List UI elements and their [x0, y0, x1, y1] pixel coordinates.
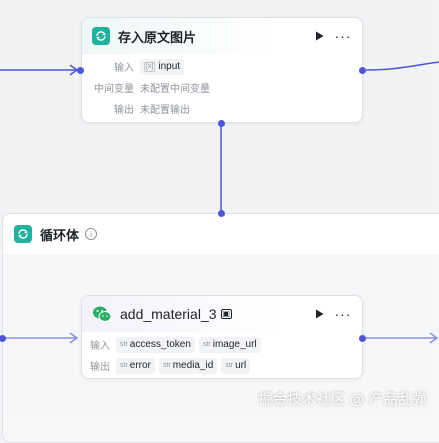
- wire-out-node1: [365, 61, 439, 71]
- node-title: 存入原文图片: [118, 29, 197, 45]
- param-type: str: [225, 362, 234, 369]
- input-param-name: input: [158, 61, 181, 72]
- node1-output-port[interactable]: [359, 67, 366, 74]
- node-title: add_material_3: [120, 306, 217, 322]
- arrowhead-node2: [69, 332, 79, 344]
- arrowhead-out-node2: [429, 332, 439, 344]
- loop-arrows-icon: [92, 27, 110, 45]
- watermark: 掘金技术社区 @ 产品乱弹: [258, 391, 427, 407]
- param-name: image_url: [212, 339, 257, 350]
- loop-top-port[interactable]: [218, 210, 225, 217]
- connection-wires: [0, 61, 439, 344]
- play-icon[interactable]: [310, 27, 328, 45]
- param-type: str: [162, 362, 171, 369]
- node-store-original-image[interactable]: 存入原文图片 ··· 输入 [x] input 中间变量 未配置中间变量 输出 …: [81, 17, 363, 123]
- inputs-label: 输入: [90, 341, 110, 352]
- more-dots-icon[interactable]: ···: [334, 306, 352, 322]
- loop-header[interactable]: 循环体 i: [3, 214, 439, 254]
- vars-value: 未配置中间变量: [140, 84, 210, 95]
- node1-input-port[interactable]: [77, 67, 84, 74]
- loop-title: 循环体: [40, 227, 80, 243]
- param-type: str: [202, 341, 211, 348]
- param-name: error: [129, 360, 151, 371]
- loop-left-port[interactable]: [0, 335, 6, 342]
- node-header[interactable]: add_material_3 ▣ ···: [82, 296, 362, 332]
- plugin-badge-icon: ▣: [220, 309, 233, 319]
- param-type: str: [120, 362, 128, 369]
- outputs-label: 输出: [114, 105, 134, 116]
- param-name: media_id: [172, 360, 214, 371]
- vars-label: 中间变量: [94, 84, 134, 95]
- outputs-row: 输出 未配置输出: [92, 98, 352, 119]
- node1-bottom-port[interactable]: [218, 120, 225, 127]
- variable-type-icon: [x]: [144, 61, 156, 72]
- wechat-icon: [92, 304, 112, 324]
- inputs-label: 输入: [114, 63, 134, 74]
- outputs-label: 输出: [90, 362, 110, 373]
- more-dots-icon[interactable]: ···: [334, 28, 352, 44]
- input-param-tag: [x] input: [140, 58, 185, 75]
- loop-arrows-icon: [14, 225, 32, 243]
- param-name: url: [235, 360, 247, 371]
- vars-row: 中间变量 未配置中间变量: [92, 77, 352, 98]
- param-name: access_token: [129, 339, 191, 350]
- inputs-row: 输入 [x] input: [92, 56, 352, 77]
- outputs-value: 未配置输出: [140, 105, 190, 116]
- param-type: str: [120, 341, 128, 348]
- node2-output-port[interactable]: [359, 335, 366, 342]
- node-header[interactable]: 存入原文图片 ···: [82, 18, 362, 54]
- info-icon[interactable]: i: [85, 228, 98, 240]
- play-icon[interactable]: [310, 305, 328, 323]
